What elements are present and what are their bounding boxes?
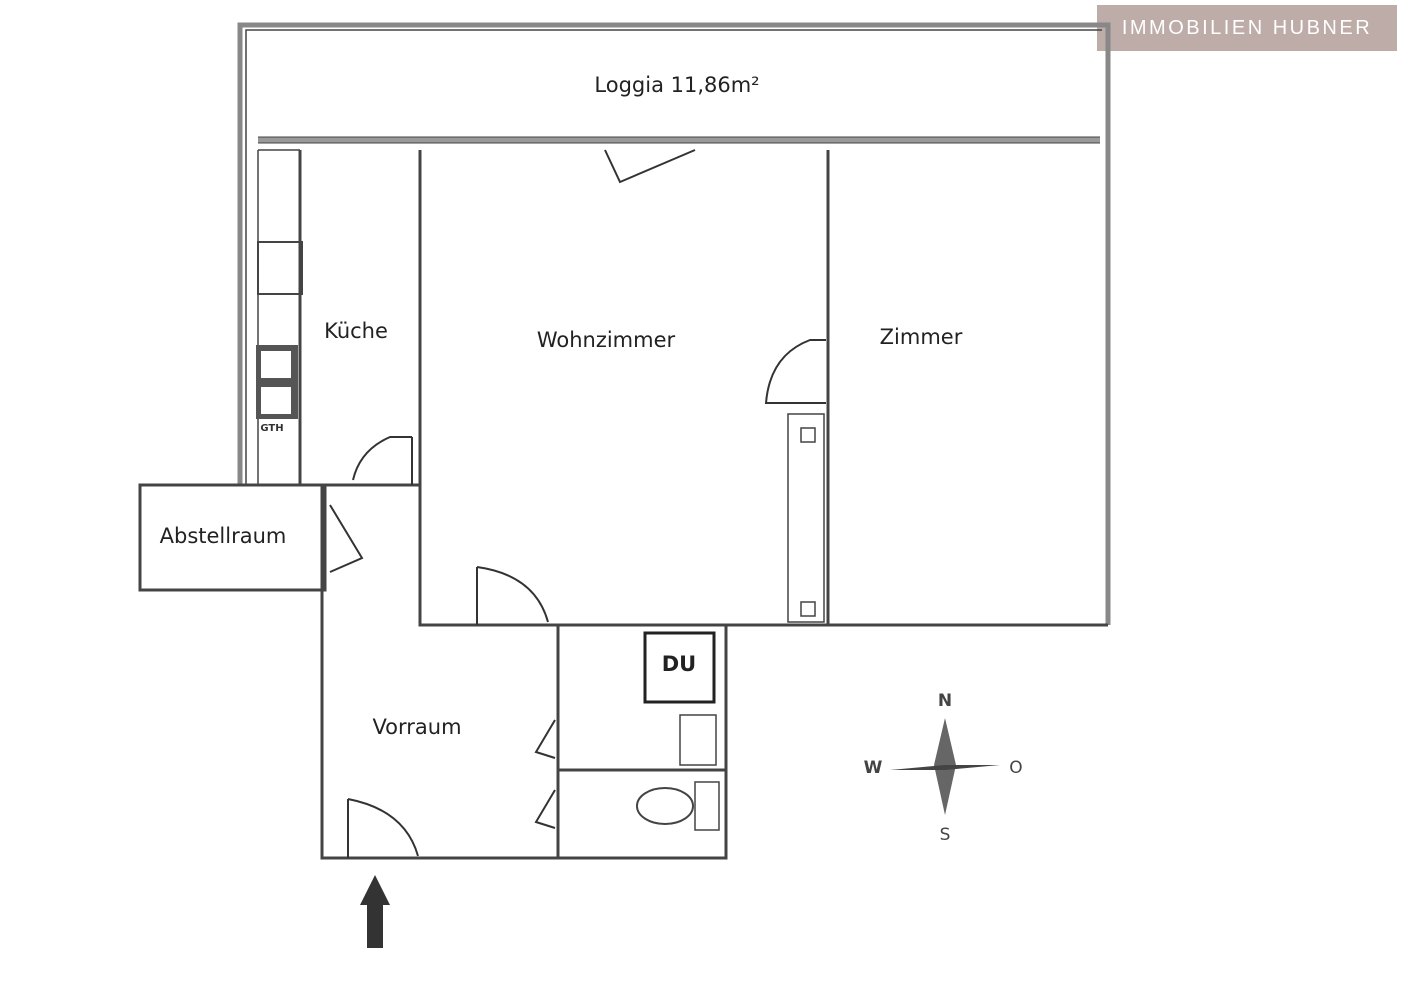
- room-label-du: DU: [662, 652, 696, 676]
- room-label-zimmer: Zimmer: [880, 325, 963, 349]
- room-label-abstellraum: Abstellraum: [160, 524, 287, 548]
- brand-logo: IMMOBILIEN HUBNER: [1097, 5, 1397, 51]
- compass-n: N: [938, 691, 952, 711]
- compass-o: O: [1009, 758, 1022, 778]
- room-label-loggia: Loggia 11,86m²: [594, 73, 759, 97]
- logo-text: IMMOBILIEN HUBNER: [1121, 16, 1373, 39]
- entrance-arrow-icon: [360, 875, 390, 948]
- compass-s: S: [940, 825, 951, 845]
- gas-heater: GTH: [256, 345, 298, 434]
- compass-w: W: [864, 758, 883, 778]
- walls: [138, 22, 1111, 860]
- compass-icon: N S W O: [864, 691, 1023, 845]
- room-label-kueche: Küche: [324, 319, 388, 343]
- room-label-vorraum: Vorraum: [372, 715, 461, 739]
- gas-heater-label: GTH: [260, 423, 283, 434]
- room-label-wohnzimmer: Wohnzimmer: [537, 328, 676, 352]
- doors: [329, 149, 826, 858]
